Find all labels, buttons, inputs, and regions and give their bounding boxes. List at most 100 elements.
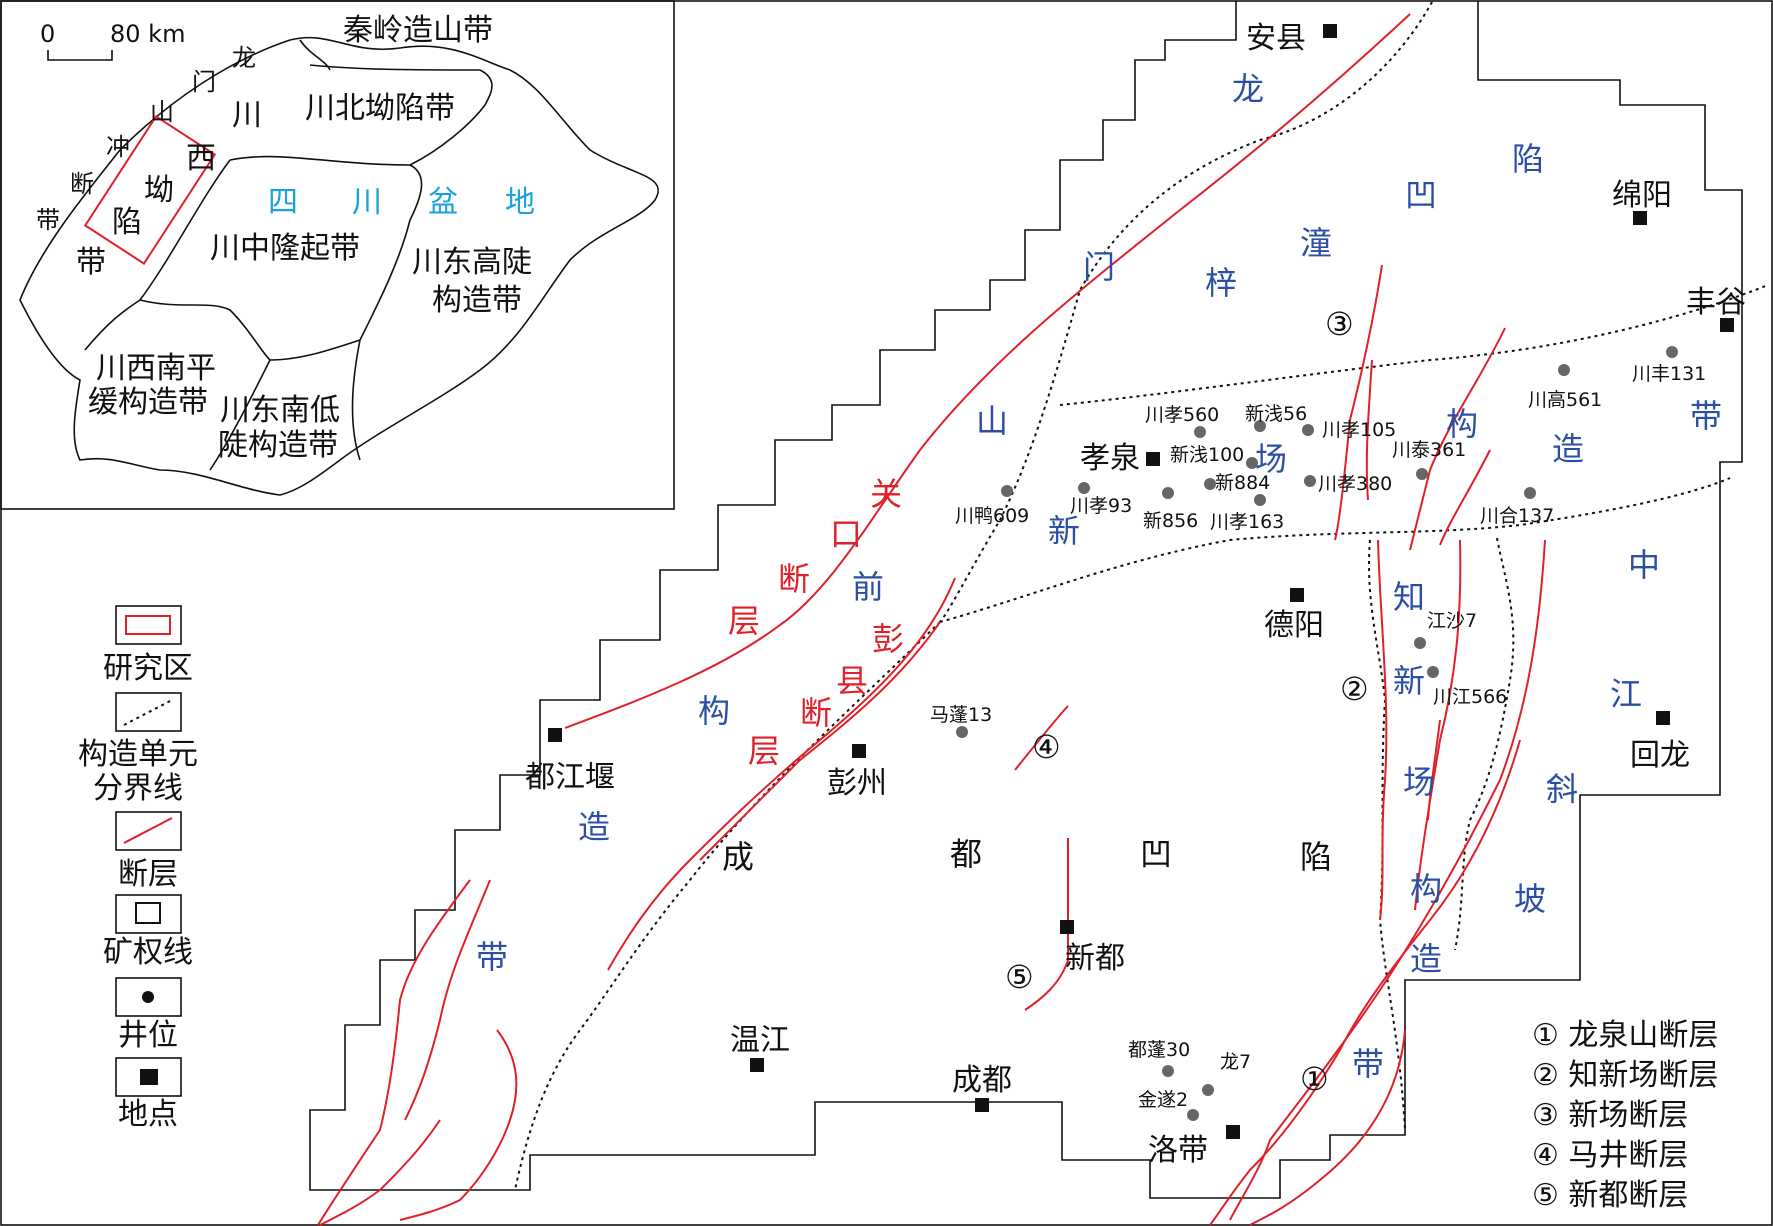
study-area-rect (83, 115, 217, 265)
well-marker (1078, 482, 1090, 494)
scale-zero: 0 (40, 20, 55, 48)
label-zhixinchang: 知 新 场 构 造 带 (1352, 578, 1442, 1083)
well-marker (1414, 637, 1426, 649)
well-marker (1254, 420, 1266, 432)
well-label: 新856 (1143, 510, 1198, 532)
fault-pengxian-2 (699, 621, 941, 861)
fault-pengxian (607, 577, 956, 971)
place-label: 洛带 (1148, 1133, 1208, 1168)
legend-label: 构造单元 (78, 737, 198, 772)
well-label: 川泰361 (1392, 439, 1466, 461)
well-marker (1204, 478, 1216, 490)
chengdu-char: 都 (950, 835, 982, 873)
place-marker (548, 728, 562, 742)
pengxian-char: 断 (800, 694, 832, 732)
well-marker (1304, 475, 1316, 487)
place-marker (1060, 920, 1074, 934)
inset-sichuan-char: 盆 (428, 185, 458, 220)
inset-sichuan-char: 川 (352, 185, 382, 220)
xinchang-char: 带 (1690, 397, 1722, 435)
inset-chuandongnan-2: 陡构造带 (218, 428, 338, 463)
well-marker (1194, 426, 1206, 438)
inset-chuanzhong: 川中隆起带 (210, 231, 360, 266)
fault-xinchang-1 (1334, 264, 1383, 541)
inset-chuandongnan: 川东南低 (220, 393, 340, 428)
inset-longmen-char: 山 (150, 98, 174, 126)
well-label: 川江566 (1433, 686, 1507, 708)
fault-sw-1 (317, 879, 471, 1226)
fault-legend-item: ③ 新场断层 (1532, 1098, 1688, 1133)
place-marker (1290, 588, 1304, 602)
legend-boundary-symbol (123, 699, 173, 726)
legend-label: 地点 (118, 1097, 178, 1132)
pengxian-char: 彭 (872, 620, 904, 658)
place-label: 新都 (1065, 941, 1125, 976)
legend-box (115, 977, 182, 1017)
place-label: 绵阳 (1612, 178, 1672, 213)
zhongjiang-char: 斜 (1546, 770, 1578, 808)
fault-xindu (1024, 837, 1070, 1011)
label-zhongjiang: 中 江 斜 坡 (1514, 546, 1660, 918)
xinchang-char: 场 (1255, 440, 1287, 478)
legend: 研究区 构造单元 分界线 断层 矿权线 井位 地点 (78, 605, 198, 1132)
label-zitong: 梓 潼 凹 陷 (1205, 140, 1544, 302)
inset-chuandong-2: 构造带 (432, 283, 522, 318)
legend-box (115, 605, 182, 645)
well-label: 川孝163 (1210, 511, 1284, 533)
well-label: 川孝560 (1145, 404, 1219, 426)
place-marker (852, 744, 866, 758)
inset-longmen-char: 冲 (106, 133, 130, 161)
boundary-north (1059, 284, 1769, 406)
inset-boundary-6 (209, 359, 271, 471)
fault-marker: ③ (1325, 305, 1354, 343)
longmenshan-char: 前 (852, 568, 884, 606)
chengdu-char: 成 (722, 838, 754, 876)
well-label: 都蓬30 (1128, 1039, 1190, 1061)
well-label: 新浅100 (1170, 444, 1244, 466)
zhixinchang-char: 知 (1393, 578, 1425, 616)
fault-longquan-2 (1209, 739, 1521, 1226)
zitong-char: 梓 (1205, 264, 1237, 302)
fault-legend-item: ⑤ 新都断层 (1532, 1178, 1688, 1213)
legend-place-symbol (140, 1069, 158, 1085)
well-marker (1666, 346, 1678, 358)
inset-longmen-char: 门 (192, 68, 216, 96)
legend-label-2: 分界线 (93, 771, 183, 806)
fault-sw-3 (399, 1029, 518, 1221)
well-marker (1187, 1109, 1199, 1121)
place-marker (1323, 24, 1337, 38)
legend-label: 研究区 (103, 651, 193, 686)
place-label: 都江堰 (525, 760, 615, 795)
fault-marker: ⑤ (1005, 958, 1034, 996)
label-pengxian: 彭 县 断 层 (748, 620, 904, 770)
legend-box (115, 811, 182, 851)
inset-boundary-4 (139, 299, 361, 361)
sichuan-basin-outline (19, 36, 659, 496)
fault-majing (1014, 705, 1069, 771)
inset-chuanxi-char: 坳 (144, 173, 174, 208)
fault-zhixinchang-2 (1414, 539, 1462, 911)
place-label: 成都 (952, 1063, 1012, 1098)
inset-chuanxi-char: 带 (76, 245, 106, 280)
zitong-char: 陷 (1512, 140, 1544, 178)
inset-longmen-char: 带 (36, 206, 60, 234)
longmenshan-char: 门 (1083, 248, 1115, 286)
fault-sw-2 (404, 879, 491, 1121)
place-label: 安县 (1246, 21, 1306, 56)
well-label: 川高561 (1528, 389, 1602, 411)
longmenshan-char: 造 (578, 808, 610, 846)
xinchang-char: 造 (1552, 430, 1584, 468)
well-marker (1254, 494, 1266, 506)
inset-boundary-7 (351, 339, 361, 461)
place-marker (1656, 711, 1670, 725)
well-label: 新884 (1215, 472, 1270, 494)
place-label: 孝泉 (1080, 441, 1140, 476)
well-label: 新浅56 (1245, 403, 1307, 425)
inset-longmen-char: 断 (70, 170, 94, 198)
guankou-char: 层 (728, 602, 760, 640)
well-marker (1246, 457, 1258, 469)
well-label: 江沙7 (1427, 610, 1477, 632)
label-chengdu: 成 都 凹 陷 (722, 835, 1332, 876)
fault-legend: ① 龙泉山断层 ② 知新场断层 ③ 新场断层 ④ 马井断层 ⑤ 新都断层 (1532, 1018, 1718, 1213)
label-xinchang: 新 场 构 造 带 (1048, 397, 1722, 550)
